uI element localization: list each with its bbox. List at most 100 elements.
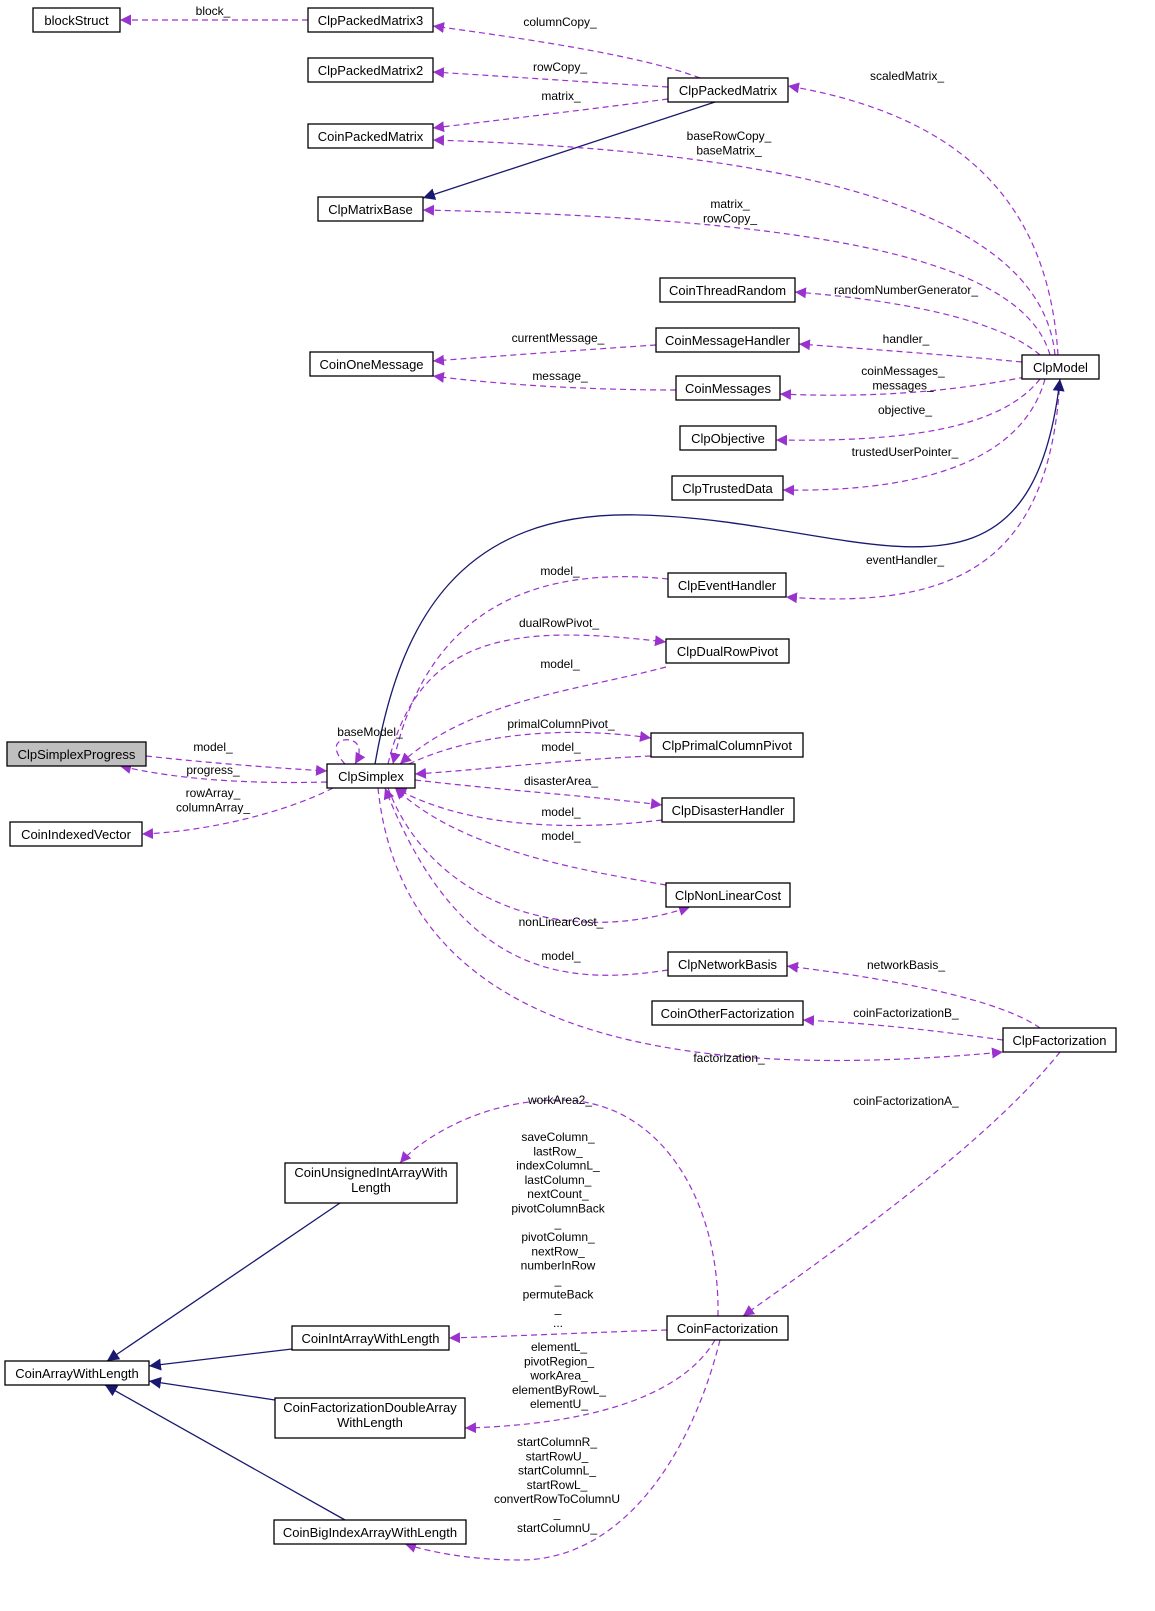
- node-label: ClpPackedMatrix3: [318, 13, 424, 28]
- node-box: [659, 277, 796, 303]
- node-clp-objective[interactable]: ClpObjective: [679, 425, 777, 451]
- node-label: ClpNetworkBasis: [678, 957, 777, 972]
- node-box: [32, 7, 121, 33]
- edge-label-line: _: [554, 1216, 562, 1230]
- node-coin-one-message[interactable]: CoinOneMessage: [309, 351, 434, 377]
- node-clp-model[interactable]: ClpModel: [1021, 354, 1100, 380]
- edge-label-line: scaledMatrix_: [870, 69, 944, 83]
- node-coin-array-with-length[interactable]: CoinArrayWithLength: [4, 1360, 150, 1386]
- clp-primal-column-pivot-to-clp-simplex-edge-label: model_: [541, 740, 581, 754]
- clp-simplex-to-coin-indexed-vector-edge: [141, 787, 334, 840]
- node-coin-other-factorization[interactable]: CoinOtherFactorization: [651, 1000, 804, 1026]
- clp-simplex-to-clp-simplex-progress-edge-label: progress_: [186, 763, 240, 777]
- clp-model-to-coin-messages-edge: [779, 376, 1026, 400]
- edge-label-line: startColumnL_: [518, 1464, 596, 1478]
- clp-dual-row-pivot-to-clp-simplex-edge: [399, 666, 667, 765]
- coin-factorization-to-coin-factorization-double-array-with-length-edge-label: elementL_pivotRegion_workArea_elementByR…: [512, 1340, 606, 1411]
- node-coin-thread-random[interactable]: CoinThreadRandom: [659, 277, 796, 303]
- edge-label-line: pivotColumn_: [521, 1230, 595, 1244]
- node-label: Length: [351, 1180, 391, 1195]
- clp-simplex-to-clp-simplex-edge-label: baseModel_: [337, 725, 403, 739]
- node-box: [667, 77, 789, 103]
- node-clp-event-handler[interactable]: ClpEventHandler: [667, 572, 787, 598]
- node-label: ClpPackedMatrix: [679, 83, 778, 98]
- clp-simplex-to-clp-disaster-handler-edge-label: disasterArea_: [524, 774, 598, 788]
- node-label: ClpObjective: [691, 431, 765, 446]
- coin-factorization-double-array-with-length-to-coin-array-with-length-edge: [148, 1376, 276, 1401]
- node-coin-int-array-with-length[interactable]: CoinIntArrayWithLength: [291, 1325, 450, 1351]
- edge-label-line: matrix_: [541, 89, 581, 103]
- node-label: CoinFactorization: [677, 1321, 778, 1336]
- node-clp-packed-matrix[interactable]: ClpPackedMatrix: [667, 77, 789, 103]
- node-box: [291, 1325, 450, 1351]
- clp-simplex-to-clp-simplex-edge: [335, 739, 366, 765]
- node-box: [274, 1397, 466, 1439]
- edge-label-line: currentMessage_: [512, 331, 605, 345]
- edge-label-line: elementL_: [531, 1340, 587, 1354]
- edge-label-line: factorization_: [693, 1051, 765, 1065]
- node-box: [307, 7, 434, 33]
- node-box: [284, 1162, 458, 1204]
- node-label: ClpPackedMatrix2: [318, 63, 424, 78]
- coin-factorization-to-coin-unsigned-int-array-with-length-edge-label: workArea2_: [527, 1093, 592, 1107]
- node-block-struct[interactable]: blockStruct: [32, 7, 121, 33]
- edge-labels-layer: block_columnCopy_rowCopy_matrix_scaledMa…: [176, 4, 978, 1535]
- node-clp-disaster-handler[interactable]: ClpDisasterHandler: [661, 797, 795, 823]
- coin-messages-to-coin-one-message-edge: [432, 371, 677, 391]
- node-label: ClpMatrixBase: [328, 202, 413, 217]
- clp-model-to-clp-event-handler-edge-label: eventHandler_: [866, 553, 944, 567]
- node-coin-factorization[interactable]: CoinFactorization: [666, 1315, 789, 1341]
- edge-label-line: startColumnU_: [517, 1521, 597, 1535]
- node-clp-matrix-base[interactable]: ClpMatrixBase: [317, 196, 424, 222]
- clp-simplex-to-clp-primal-column-pivot-edge: [408, 731, 652, 765]
- edge-label-line: _: [554, 1273, 562, 1287]
- coin-factorization-to-coin-big-index-array-with-length-edge: [404, 1339, 721, 1561]
- clp-simplex-to-clp-dual-row-pivot-edge-label: dualRowPivot_: [519, 616, 599, 630]
- node-label: CoinOtherFactorization: [661, 1006, 795, 1021]
- edge-label-line: model_: [541, 829, 581, 843]
- clp-packed-matrix-to-clp-packed-matrix3-edge-label: columnCopy_: [523, 15, 597, 29]
- node-coin-big-index-array-with-length[interactable]: CoinBigIndexArrayWithLength: [273, 1519, 467, 1545]
- edge-label-line: _: [554, 1302, 562, 1316]
- coin-factorization-to-coin-big-index-array-with-length-edge-label: startColumnR_startRowU_startColumnL_star…: [494, 1435, 620, 1535]
- node-box: [651, 1000, 804, 1026]
- edge-label-line: permuteBack: [523, 1287, 595, 1301]
- clp-disaster-handler-to-clp-simplex-edge-label: model_: [541, 805, 581, 819]
- node-box: [1002, 1027, 1117, 1053]
- clp-network-basis-to-clp-simplex-edge-label: model_: [541, 949, 581, 963]
- node-clp-simplex[interactable]: ClpSimplex: [326, 763, 416, 789]
- node-box: [679, 425, 777, 451]
- edge-label-line: model_: [540, 564, 580, 578]
- node-coin-indexed-vector[interactable]: CoinIndexedVector: [9, 821, 143, 847]
- edge-label-line: model_: [540, 657, 580, 671]
- edge-label-line: coinFactorizationA_: [853, 1094, 959, 1108]
- clp-non-linear-cost-to-clp-simplex-edge-label: model_: [541, 829, 581, 843]
- coin-factorization-to-coin-factorization-double-array-with-length-edge: [464, 1339, 716, 1434]
- node-box: [326, 763, 416, 789]
- clp-simplex-to-clp-disaster-handler-edge: [414, 779, 663, 810]
- node-clp-network-basis[interactable]: ClpNetworkBasis: [667, 951, 788, 977]
- nodes-layer: blockStruct ClpPackedMatrix3ClpPackedMatr…: [4, 7, 1117, 1545]
- node-clp-dual-row-pivot[interactable]: ClpDualRowPivot: [665, 638, 790, 664]
- node-clp-packed-matrix2[interactable]: ClpPackedMatrix2: [307, 57, 434, 83]
- edge-label-line: elementU_: [530, 1397, 588, 1411]
- edge-label-line: matrix_: [710, 197, 750, 211]
- node-coin-message-handler[interactable]: CoinMessageHandler: [655, 327, 800, 353]
- node-clp-packed-matrix3[interactable]: ClpPackedMatrix3: [307, 7, 434, 33]
- edge-label-line: model_: [193, 740, 233, 754]
- edge-label-line: disasterArea_: [524, 774, 598, 788]
- edge-label-line: coinFactorizationB_: [853, 1006, 959, 1020]
- node-box: [1021, 354, 1100, 380]
- node-coin-messages[interactable]: CoinMessages: [675, 375, 781, 401]
- node-clp-non-linear-cost[interactable]: ClpNonLinearCost: [665, 882, 791, 908]
- clp-packed-matrix-to-clp-packed-matrix2-edge: [432, 67, 669, 88]
- node-clp-primal-column-pivot[interactable]: ClpPrimalColumnPivot: [650, 732, 804, 758]
- clp-model-to-coin-packed-matrix-edge-label: baseRowCopy_baseMatrix_: [687, 129, 772, 157]
- node-clp-factorization[interactable]: ClpFactorization: [1002, 1027, 1117, 1053]
- node-coin-packed-matrix[interactable]: CoinPackedMatrix: [307, 123, 434, 149]
- clp-event-handler-to-clp-simplex-edge: [389, 576, 669, 765]
- node-clp-trusted-data[interactable]: ClpTrustedData: [671, 475, 784, 501]
- node-clp-simplex-progress: ClpSimplexProgress: [6, 741, 147, 767]
